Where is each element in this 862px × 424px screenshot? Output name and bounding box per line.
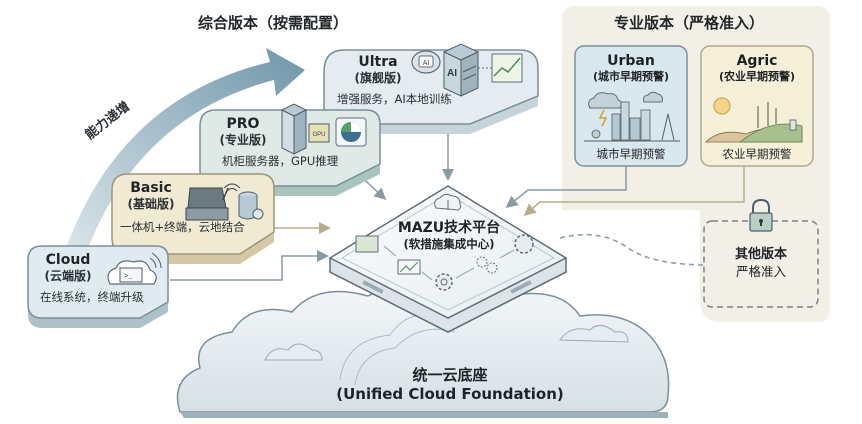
pie-chart-icon: [335, 117, 367, 147]
urban-card-sub: (城市早期预警): [592, 70, 670, 83]
tier-ultra-sub: (旗舰版): [354, 71, 402, 85]
gears-icon: [476, 256, 498, 274]
cloud-download-icon: [434, 193, 462, 211]
chart-icon: [478, 53, 523, 83]
svg-text:GPU: GPU: [312, 132, 325, 138]
ai-server-icon: AI: [442, 43, 480, 97]
tier-cloud-sub: (云端版): [44, 269, 92, 283]
tier-basic-name: Basic: [130, 180, 172, 196]
other-version-text: 其他版本 严格准入: [704, 246, 818, 280]
farm-sun-icon: [705, 97, 803, 143]
tier-cloud: Cloud (云端版): [36, 252, 100, 284]
foundation-sub: (Unified Cloud Foundation): [336, 385, 564, 403]
tier-pro: PRO (专业版): [212, 116, 274, 148]
tier-ultra-name: Ultra: [358, 54, 398, 70]
signal-icon: [149, 252, 162, 269]
rugged-case-icon: [185, 187, 229, 221]
svg-text:>_: >_: [124, 273, 133, 281]
tier-pro-name: PRO: [226, 116, 260, 132]
agric-card-name: Agric: [736, 53, 778, 69]
agric-card-sub: (农业早期预警): [718, 70, 796, 83]
other-version-box: [703, 220, 819, 308]
wifi-icon: [223, 183, 241, 192]
tier-cloud-desc: 在线系统，终端升级: [40, 290, 144, 304]
agric-card-text: Agric (农业早期预警): [701, 46, 813, 84]
tier-pro-desc: 机柜服务器，GPU推理: [222, 154, 339, 168]
gpu-chip-icon: GPU: [308, 123, 330, 143]
other-version-desc: 严格准入: [735, 264, 786, 279]
tier-cloud-name: Cloud: [45, 252, 91, 268]
connector-cloud: [170, 250, 329, 281]
foundation-text: 统一云底座 (Unified Cloud Foundation): [310, 366, 590, 404]
tier-basic-sub: (基础版): [127, 197, 175, 211]
platform-title: MAZU技术平台: [397, 220, 501, 236]
tier-ultra: Ultra (旗舰版): [338, 54, 418, 86]
map-icon: [355, 235, 379, 253]
ai-brain-icon: AI: [411, 50, 441, 74]
connector-agric: [523, 166, 745, 216]
professional-version-title: 专业版本（严格准入）: [614, 14, 765, 32]
platform-text: MAZU技术平台 (软措施集成中心): [378, 220, 520, 251]
tier-pro-desc-wrap: 机柜服务器，GPU推理: [222, 154, 338, 169]
rack-server-icon: [280, 103, 308, 155]
tier-basic-desc: 一体机+终端，云地结合: [120, 220, 245, 234]
tier-cloud-desc-wrap: 在线系统，终端升级: [40, 290, 144, 305]
svg-text:AI: AI: [447, 68, 457, 79]
gear-cloud-icon: [514, 234, 534, 254]
tier-pro-sub: (专业版): [219, 133, 267, 147]
connector-other: [559, 233, 705, 266]
platform-sub: (软措施集成中心): [403, 237, 495, 251]
connector-urban: [505, 166, 627, 208]
svg-text:AI: AI: [423, 60, 430, 67]
trend-chart-icon: [397, 259, 421, 275]
database-icon: [238, 191, 264, 220]
urban-card-text: Urban (城市早期预警): [575, 46, 687, 84]
gear-icon: [435, 273, 453, 291]
tier-basic-desc-wrap: 一体机+终端，云地结合: [120, 220, 245, 235]
tier-basic: Basic (基础版): [120, 180, 182, 212]
cloud-terminal-icon: >_: [107, 260, 157, 285]
other-version-title: 其他版本: [734, 247, 787, 262]
tier-ultra-desc: 增强服务，AI本地训练: [337, 92, 452, 106]
general-version-title: 综合版本（按需配置）: [198, 14, 349, 32]
foundation-title: 统一云底座: [412, 366, 488, 384]
tier-ultra-desc-wrap: 增强服务，AI本地训练: [337, 92, 452, 107]
urban-card-name: Urban: [607, 53, 655, 69]
urban-card-foot: 城市早期预警: [596, 147, 666, 161]
urban-card: [574, 45, 688, 167]
city-storm-icon: [584, 91, 680, 142]
lock-icon: [749, 198, 773, 232]
agric-card-foot: 农业早期预警: [722, 147, 792, 161]
mazu-platform-box: [328, 185, 568, 333]
